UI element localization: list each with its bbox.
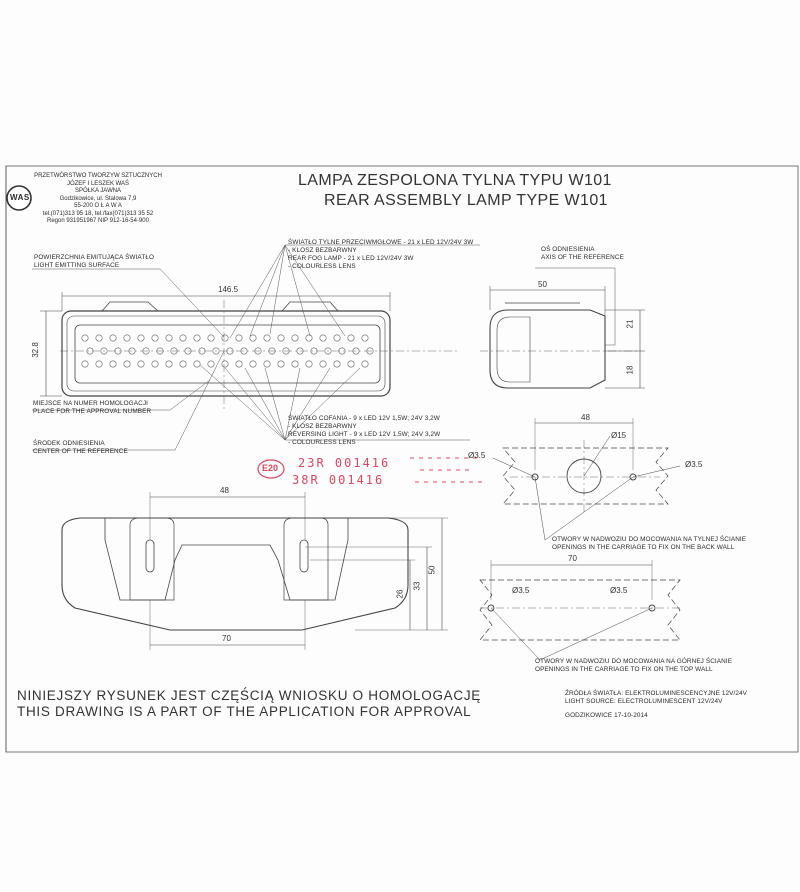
- footer-statement-pl: NINIEJSZY RYSUNEK JEST CZĘŚCIĄ WNIOSKU O…: [17, 688, 481, 703]
- led: [165, 360, 173, 368]
- e-mark: E20: [262, 463, 279, 473]
- company-logo: [6, 185, 32, 211]
- dim-front-height: 32.8: [30, 342, 40, 358]
- light-source-en: LIGHT SOURCE: ELECTROLUMINESCENT 12V/24V: [565, 698, 723, 705]
- top-wall-holes: [479, 560, 681, 661]
- side-view: [480, 286, 645, 389]
- approval-number-2: 38R 001416: [292, 473, 385, 487]
- led: [277, 360, 285, 368]
- dim-bottom-h3: 50: [427, 565, 437, 575]
- led: [81, 360, 89, 368]
- led: [179, 360, 187, 368]
- dim-back-center-hole: Ø15: [611, 431, 627, 440]
- dim-top-hole-right: Ø3.5: [610, 586, 628, 595]
- led: [324, 347, 332, 355]
- title-en: REAR ASSEMBLY LAMP TYPE W101: [324, 192, 608, 209]
- callout-fog-lamp: ŚWIATŁO TYLNE PRZECIWMGŁOWE - 21 x LED 1…: [288, 239, 474, 270]
- led: [95, 334, 103, 342]
- front-view: [40, 292, 460, 410]
- led: [361, 334, 369, 342]
- led: [151, 334, 159, 342]
- callout-reversing-light: ŚWIATŁO COFANIA - 9 x LED 12V 1,5W; 24V …: [288, 415, 441, 446]
- led: [179, 334, 187, 342]
- led: [221, 360, 229, 368]
- dim-side-upper: 21: [625, 319, 635, 329]
- dim-side-depth: 50: [538, 280, 547, 289]
- dim-bottom-spacing: 48: [220, 486, 229, 495]
- led: [123, 360, 131, 368]
- led: [100, 347, 108, 355]
- bottom-view: [61, 492, 448, 650]
- led: [151, 360, 159, 368]
- dim-back-spacing: 48: [581, 413, 590, 422]
- led: [221, 334, 229, 342]
- led: [291, 360, 299, 368]
- back-wall-holes: [492, 418, 681, 541]
- led: [249, 334, 257, 342]
- led: [305, 334, 313, 342]
- approval-number-1: 23R 001416: [298, 456, 391, 470]
- led: [277, 334, 285, 342]
- led: [109, 360, 117, 368]
- led: [207, 334, 215, 342]
- led: [165, 334, 173, 342]
- dim-back-hole-left: Ø3.5: [468, 451, 486, 460]
- dim-top-spacing: 70: [568, 554, 577, 563]
- dim-bottom-width: 70: [222, 634, 231, 643]
- led: [137, 334, 145, 342]
- led: [263, 334, 271, 342]
- led: [333, 334, 341, 342]
- led: [361, 360, 369, 368]
- led: [305, 360, 313, 368]
- dim-side-lower: 18: [625, 365, 635, 375]
- led: [137, 360, 145, 368]
- led: [235, 360, 243, 368]
- led: [109, 334, 117, 342]
- dim-back-hole-right: Ø3.5: [685, 460, 703, 469]
- led: [95, 360, 103, 368]
- led-array: [81, 334, 374, 368]
- leader-lines: [32, 244, 616, 451]
- led: [333, 360, 341, 368]
- company-info: PRZETWÓRSTWO TWORZYW SZTUCZNYCH JÓZEF I …: [34, 173, 162, 224]
- led: [319, 360, 327, 368]
- dim-front-width: 146.5: [218, 285, 239, 294]
- led: [81, 334, 89, 342]
- led: [347, 360, 355, 368]
- callout-top-wall-openings: OTWORY W NADWOZIU DO MOCOWANIA NA GÓRNEJ…: [535, 658, 733, 673]
- led: [249, 360, 257, 368]
- callout-back-wall-openings: OTWORY W NADWOZIU DO MOCOWANIA NA TYLNEJ…: [552, 536, 747, 551]
- footer-statement-en: THIS DRAWING IS A PART OF THE APPLICATIO…: [17, 704, 472, 719]
- place-date: GODZIKOWICE 17-10-2014: [565, 712, 648, 719]
- led: [235, 334, 243, 342]
- title-pl: LAMPA ZESPOLONA TYLNA TYPU W101: [298, 172, 612, 189]
- led: [291, 334, 299, 342]
- dim-bottom-h1: 26: [395, 589, 405, 599]
- led: [123, 334, 131, 342]
- led: [193, 360, 201, 368]
- dim-top-hole-left: Ø3.5: [512, 586, 530, 595]
- light-source-pl: ŹRÓDŁA ŚWIATŁA: ELEKTROLUMINESCENCYJNE 1…: [565, 690, 748, 697]
- led: [193, 334, 201, 342]
- stamp-smudges: [410, 457, 482, 483]
- logo-text: WAS: [10, 193, 30, 202]
- led: [319, 334, 327, 342]
- led: [207, 360, 215, 368]
- led: [263, 360, 271, 368]
- led: [347, 334, 355, 342]
- e-mark-oval: [257, 459, 285, 479]
- dim-bottom-h2: 33: [412, 581, 422, 591]
- led: [212, 347, 220, 355]
